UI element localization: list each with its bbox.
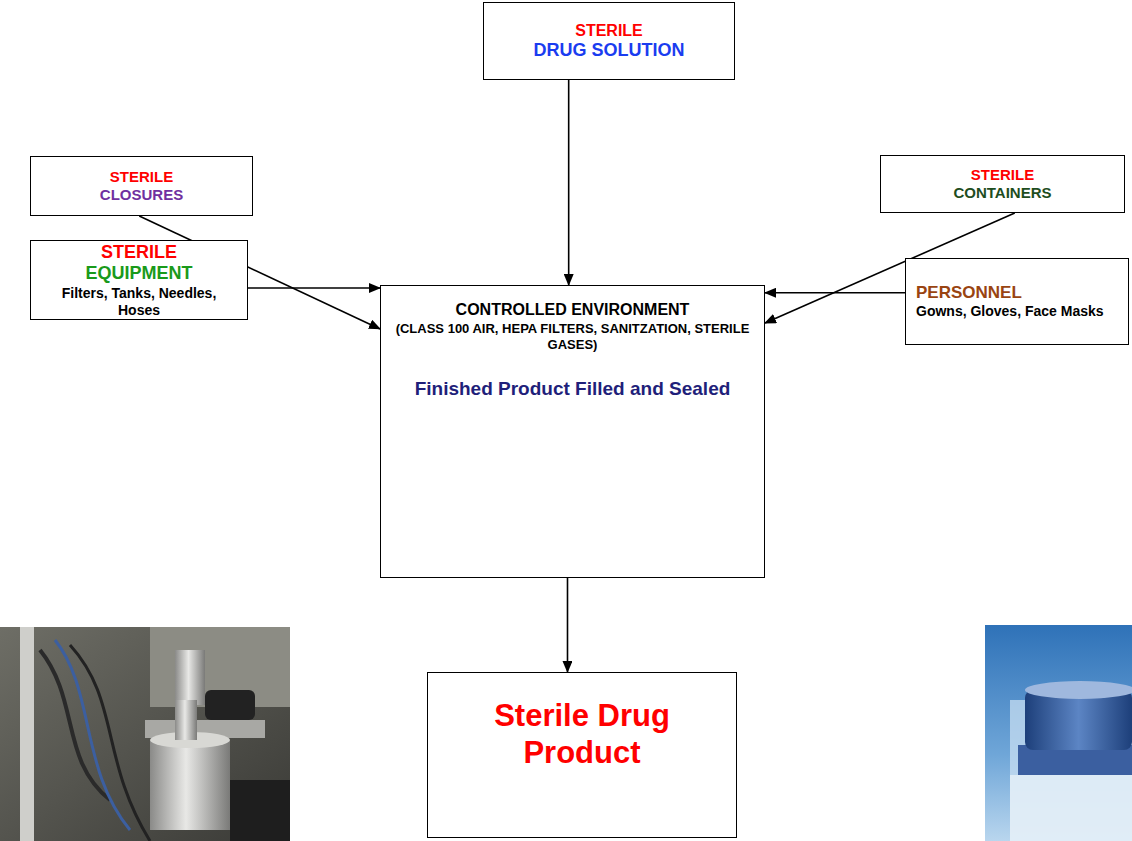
process-box: CONTROLLED ENVIRONMENT (CLASS 100 AIR, HE… <box>380 285 765 578</box>
input-box: PERSONNELGowns, Gloves, Face Masks <box>905 258 1129 345</box>
input-box: STERILECONTAINERS <box>880 155 1125 213</box>
node-text: Sterile Drug Product <box>440 697 724 771</box>
flow-arrow <box>248 287 380 289</box>
flow-arrow <box>567 578 569 672</box>
node-text: PERSONNEL <box>916 283 1118 303</box>
flow-arrow <box>568 80 570 285</box>
input-box: STERILECLOSURES <box>30 156 253 216</box>
output-box: Sterile Drug Product <box>427 672 737 838</box>
node-text: CONTROLLED ENVIRONMENT <box>456 300 690 319</box>
node-text: STERILE <box>110 168 173 186</box>
node-text: STERILE <box>101 242 177 264</box>
node-text: EQUIPMENT <box>85 263 192 285</box>
node-text: (CLASS 100 AIR, HEPA FILTERS, SANITZATIO… <box>395 321 750 352</box>
node-text: Filters, Tanks, Needles, Hoses <box>39 285 239 319</box>
node-text: Gowns, Gloves, Face Masks <box>916 303 1118 320</box>
node-text: STERILE <box>575 21 643 40</box>
input-box: STERILEEQUIPMENTFilters, Tanks, Needles,… <box>30 240 248 320</box>
node-text: CLOSURES <box>100 186 183 204</box>
vial-photo <box>985 625 1132 841</box>
flow-arrow <box>765 292 905 294</box>
node-text: CONTAINERS <box>953 184 1051 202</box>
node-text: DRUG SOLUTION <box>534 40 685 62</box>
node-text: Finished Product Filled and Sealed <box>415 378 731 401</box>
input-box: STERILEDRUG SOLUTION <box>483 2 735 80</box>
filling-machine-photo <box>0 627 290 841</box>
node-text: STERILE <box>971 166 1034 184</box>
